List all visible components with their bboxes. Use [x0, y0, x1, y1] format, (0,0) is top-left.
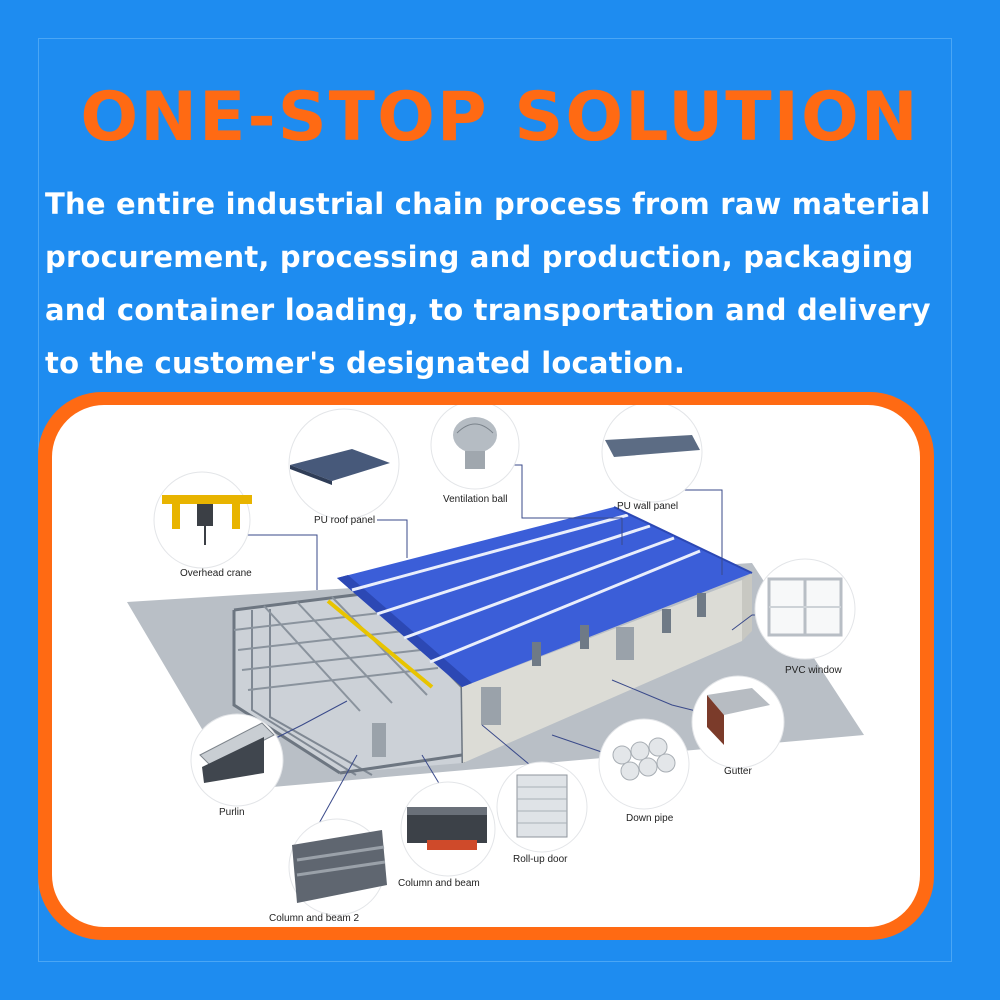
- subtitle: The entire industrial chain process from…: [45, 178, 965, 390]
- roll-up-door-thumb: [496, 761, 588, 853]
- end-wall: [742, 573, 752, 641]
- label-ventilation-ball: Ventilation ball: [443, 494, 508, 505]
- column-and-beam-thumb: [400, 781, 496, 877]
- subtitle-line: The entire industrial chain process from…: [45, 187, 931, 221]
- subtitle-line: and container loading, to transportation…: [45, 293, 931, 327]
- column-and-beam-2-thumb: [288, 818, 387, 916]
- label-purlin: Purlin: [219, 807, 245, 818]
- subtitle-line: procurement, processing and production, …: [45, 240, 914, 274]
- roof: [337, 506, 753, 687]
- pvc-window-thumb: [754, 558, 856, 660]
- label-roll-up-door: Roll-up door: [513, 854, 568, 865]
- wall-openings: [372, 593, 706, 757]
- label-column-and-beam: Column and beam: [398, 878, 480, 889]
- label-pvc-window: PVC window: [785, 665, 842, 676]
- subtitle-line: to the customer's designated location.: [45, 346, 686, 380]
- ventilation-ball-thumb: [430, 405, 520, 490]
- label-pu-wall-panel: PU wall panel: [617, 501, 678, 512]
- page-title: ONE-STOP SOLUTION: [80, 78, 920, 157]
- gutter-thumb: [691, 675, 785, 769]
- label-column-and-beam-2: Column and beam 2: [269, 913, 359, 924]
- diagram-panel: PU roof panel Ventilation ball PU wall p…: [52, 405, 920, 927]
- purlin-thumb: [190, 713, 284, 807]
- down-pipe-thumb: [598, 718, 690, 810]
- side-wall: [462, 580, 742, 763]
- label-pu-roof-panel: PU roof panel: [314, 515, 375, 526]
- label-gutter: Gutter: [724, 766, 752, 777]
- overhead-crane-thumb: [153, 471, 252, 569]
- pu-wall-panel-thumb: [601, 405, 703, 503]
- pu-roof-panel-thumb: [288, 408, 400, 520]
- building-diagram: PU roof panel Ventilation ball PU wall p…: [127, 405, 864, 924]
- label-down-pipe: Down pipe: [626, 813, 674, 824]
- label-overhead-crane: Overhead crane: [180, 568, 252, 579]
